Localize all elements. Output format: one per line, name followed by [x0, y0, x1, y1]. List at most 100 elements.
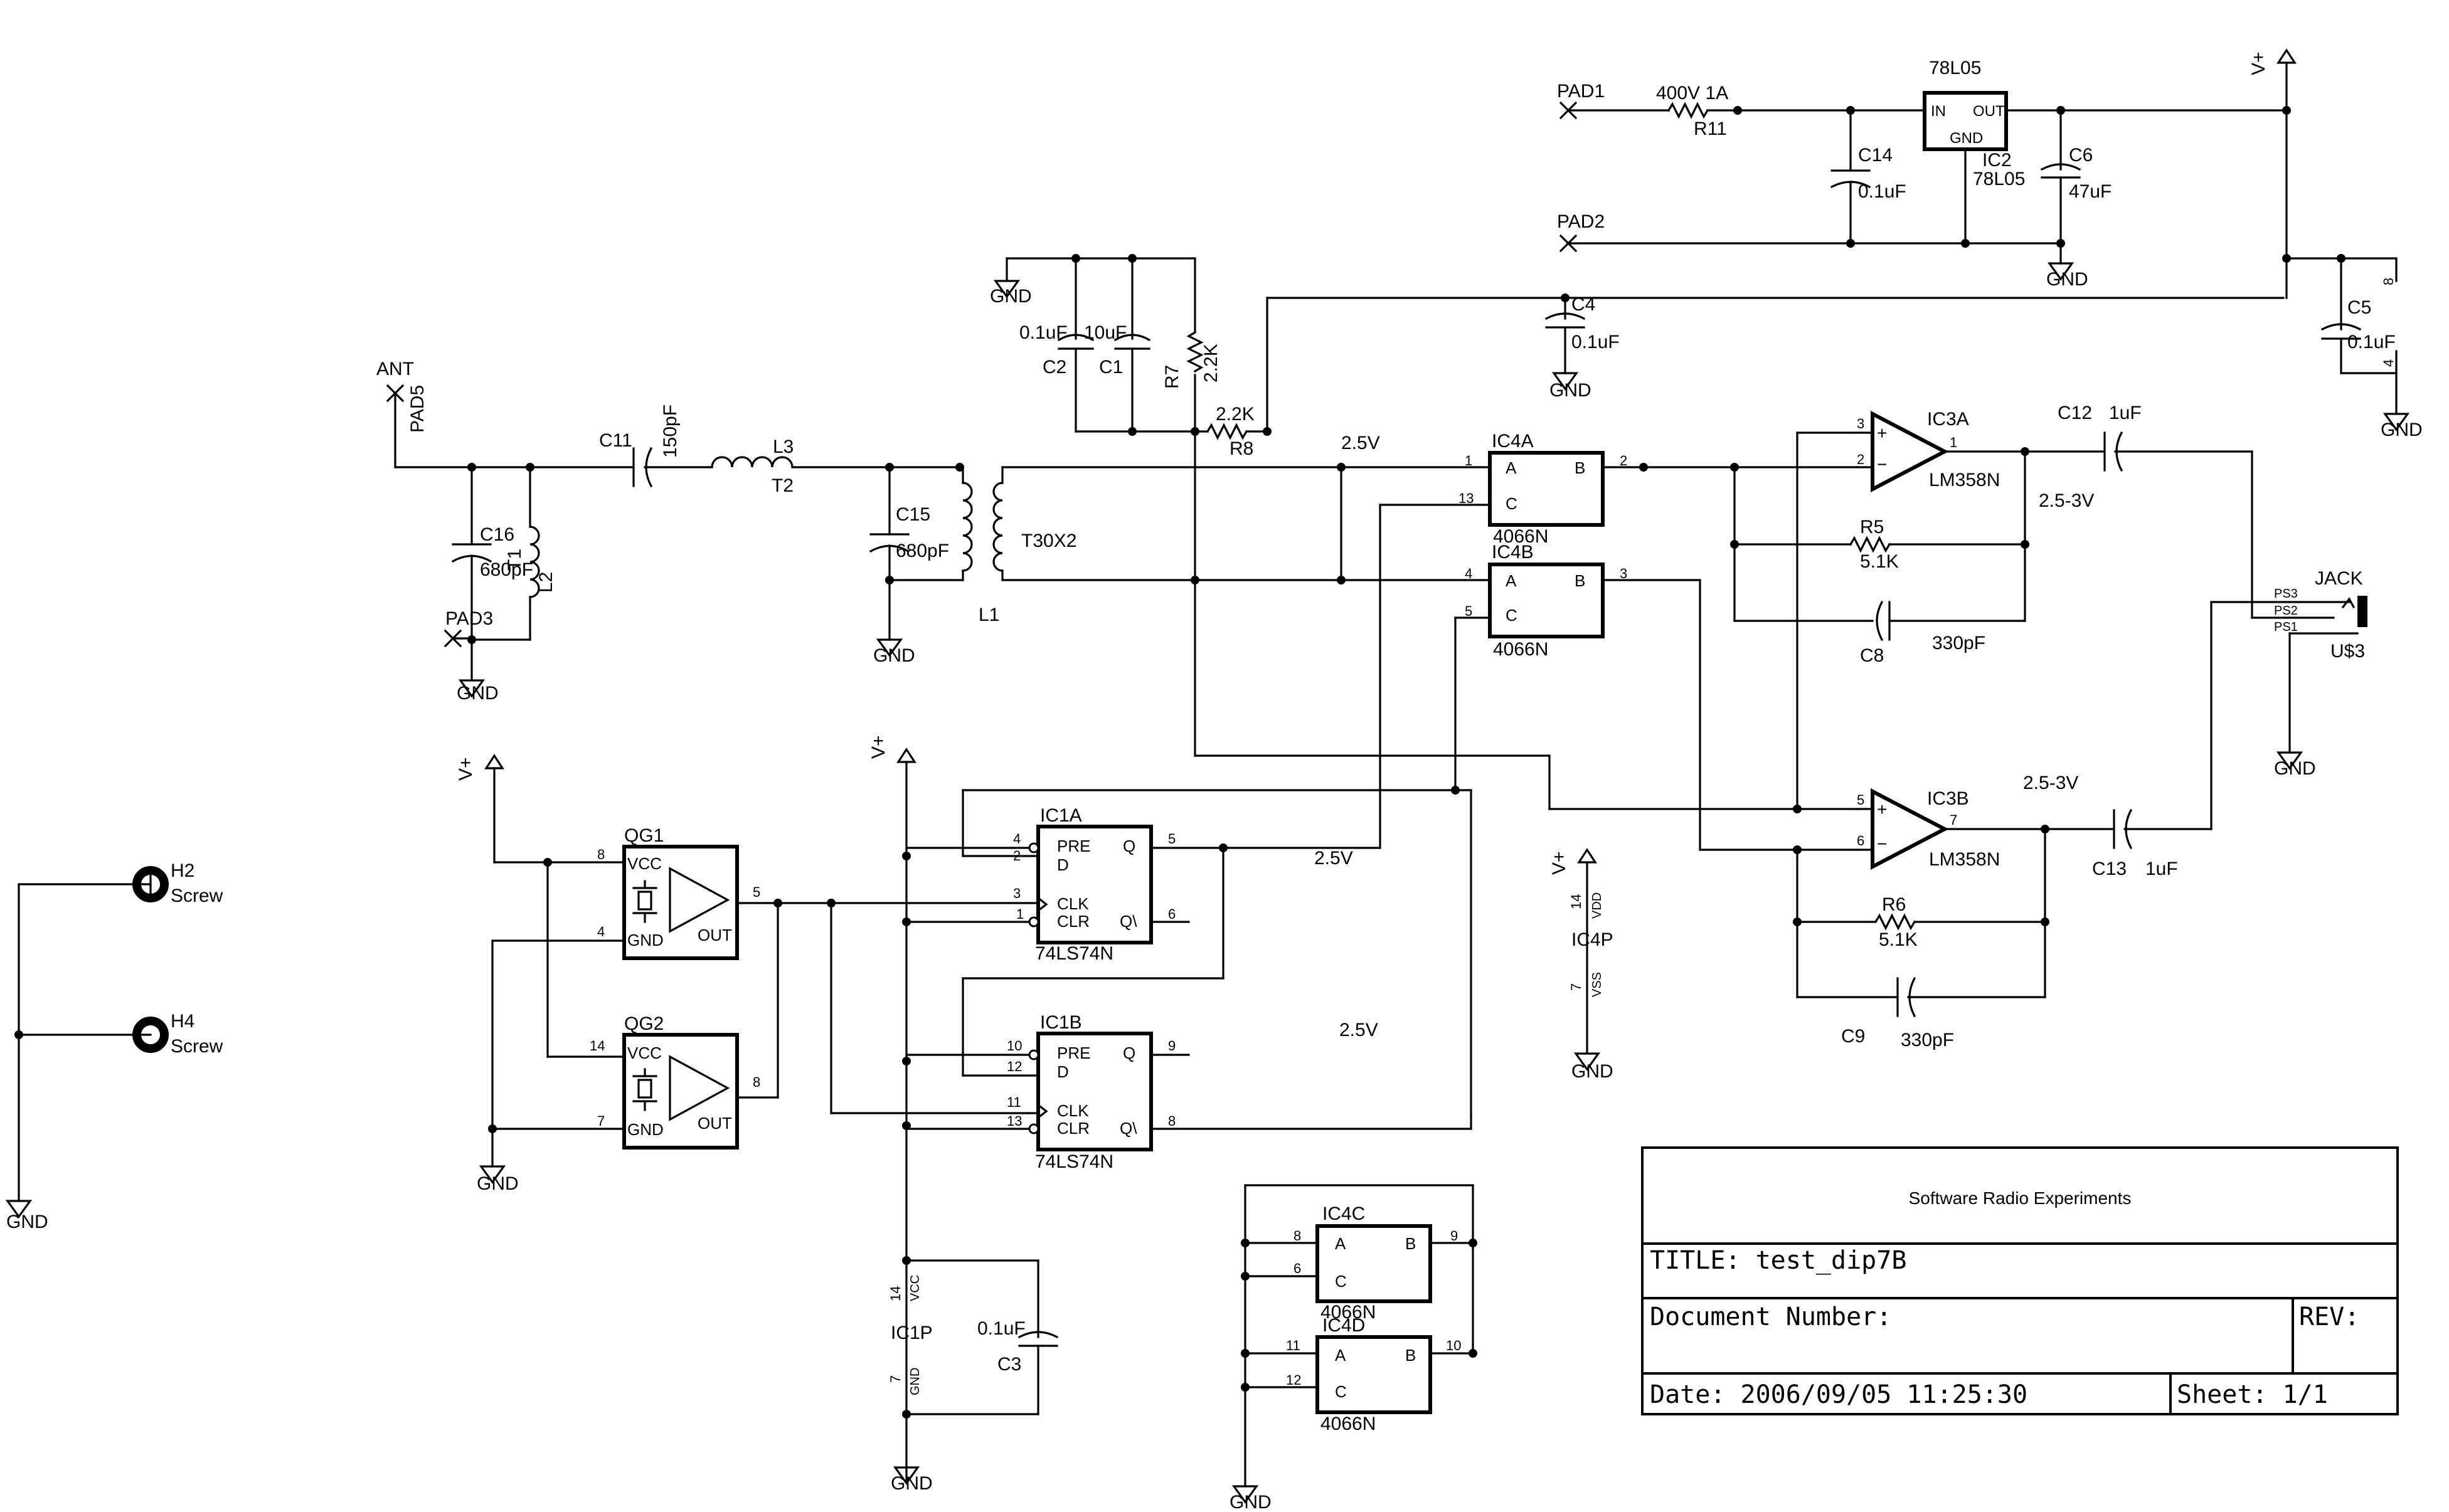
pin-clr: CLR: [1057, 1119, 1090, 1138]
v25-label: 2.5V: [1339, 1020, 1378, 1040]
pin-14: 14: [590, 1038, 605, 1054]
c15-value: 680pF: [896, 541, 949, 561]
pin-3: 3: [1857, 416, 1864, 431]
pin-a: A: [1506, 571, 1517, 590]
pin-d: D: [1057, 855, 1069, 874]
pin-3: 3: [1620, 566, 1627, 581]
pin-6: 6: [1857, 833, 1864, 849]
pin-9: 9: [1450, 1228, 1458, 1244]
pin-1: 1: [1016, 906, 1024, 922]
pin-4: 4: [2381, 359, 2396, 367]
pin-a: A: [1506, 458, 1517, 477]
pin-qn: Q\: [1120, 912, 1137, 931]
pin-7: 7: [597, 1113, 605, 1129]
gnd-label: GND: [477, 1173, 519, 1194]
ps3-label: PS3: [2274, 587, 2298, 601]
pin-q: Q: [1123, 837, 1135, 855]
pin-7: 7: [1950, 812, 1957, 828]
pin-8: 8: [753, 1074, 760, 1090]
vplus-label: V+: [2248, 51, 2269, 75]
pin-c: C: [1335, 1272, 1347, 1291]
c11-label: C11: [599, 430, 632, 451]
svg-text:−: −: [1877, 455, 1887, 474]
pin-clk: CLK: [1057, 1101, 1089, 1120]
vplus-label: V+: [868, 735, 889, 759]
pin-11: 11: [1286, 1338, 1300, 1353]
t30-label: T30X2: [1021, 531, 1076, 551]
c6-value: 47uF: [2069, 181, 2112, 202]
pad3-label: PAD3: [445, 608, 493, 629]
power-supply: PAD1 400V 1A R11 C14 0.1uF 78L05 IN OUT …: [1544, 48, 2423, 440]
ic3a-label: IC3A: [1927, 409, 1969, 430]
qg1-label: QG1: [624, 825, 664, 846]
gnd-label: GND: [990, 286, 1032, 307]
pin-10: 10: [1007, 1038, 1022, 1054]
pin-pre: PRE: [1057, 1044, 1090, 1062]
pin-pre: PRE: [1057, 837, 1090, 855]
reg-title: 78L05: [1929, 58, 1981, 78]
l3-label: L3: [773, 436, 794, 457]
c5-label: C5: [2347, 297, 2371, 318]
qg2-gnd: GND: [627, 1120, 664, 1139]
pin-13: 13: [1458, 490, 1474, 506]
pin-1: 1: [1465, 453, 1472, 468]
t2-label: T2: [772, 475, 794, 496]
ps2-label: PS2: [2274, 604, 2298, 618]
pin-c: C: [1506, 606, 1517, 625]
oscillators: V+ QG1 VCC GND OUT 8 4 5 QG2 VCC GND OUT…: [455, 754, 1029, 1194]
pin-2: 2: [1013, 848, 1021, 864]
pin-2: 2: [1620, 453, 1627, 468]
pin-7: 7: [888, 1375, 903, 1383]
vplus-label: V+: [455, 757, 476, 781]
h4-label: H4: [171, 1011, 194, 1032]
pin-6: 6: [1294, 1261, 1301, 1276]
lm358-label: LM358N: [1929, 849, 2000, 870]
pin-a: A: [1335, 1234, 1346, 1253]
gnd-label: GND: [2046, 269, 2088, 290]
c1-label: C1: [1099, 357, 1123, 378]
pin-5: 5: [1857, 792, 1864, 808]
ic4p-label: IC4P: [1571, 929, 1613, 950]
pin-5: 5: [753, 884, 760, 900]
pin-4: 4: [597, 924, 605, 939]
bias-network: GND 0.1uF C2 10uF C1 R7 2.2K 2.2K R8: [990, 254, 2285, 813]
project-name: Software Radio Experiments: [1909, 1188, 2132, 1208]
gnd-label: GND: [6, 1212, 48, 1232]
c8-value: 330pF: [1932, 633, 1985, 653]
pin-8: 8: [1168, 1113, 1176, 1129]
gnd-label: GND: [891, 1473, 933, 1494]
ic1a-label: IC1A: [1040, 805, 1082, 826]
ic2-label: IC2: [1982, 150, 2012, 171]
c4-label: C4: [1571, 294, 1595, 315]
qg2-out: OUT: [698, 1114, 732, 1133]
gnd-label: GND: [873, 645, 915, 666]
gnd-label: GND: [2381, 420, 2423, 440]
flip-flops: V+ IC1A PRE D CLK CLR Q Q\ 4 2 3 1 5 6: [868, 504, 1472, 1494]
c6-label: C6: [2069, 145, 2093, 166]
pin-8: 8: [2381, 278, 2396, 285]
pin-c: C: [1335, 1382, 1347, 1401]
ls74-label: 74LS74N: [1035, 943, 1113, 964]
reg-gnd: GND: [1950, 130, 1983, 147]
r6-value: 5.1K: [1879, 929, 1918, 950]
ic4c-label: IC4C: [1322, 1203, 1365, 1224]
pin-12: 12: [1007, 1059, 1022, 1074]
c13-label: C13: [2092, 859, 2127, 879]
c12-value: 1uF: [2109, 403, 2142, 423]
part-4066: 4066N: [1320, 1302, 1376, 1323]
ic4b-label: IC4B: [1492, 542, 1534, 563]
gnd-label: GND: [1549, 380, 1591, 401]
svg-text:+: +: [1877, 800, 1887, 819]
qg1-vcc: VCC: [627, 854, 662, 873]
qg2-vcc: VCC: [627, 1044, 662, 1062]
c13-value: 1uF: [2145, 859, 2178, 879]
ic2-value: 78L05: [1973, 169, 2025, 189]
pin-1: 1: [1950, 435, 1957, 450]
reg-out: OUT: [1973, 103, 2005, 120]
audio-jack: JACK PS3 PS2 PS1 U$3 GND: [2274, 568, 2367, 779]
sheet-number: Sheet: 1/1: [2177, 1380, 2328, 1409]
gnd-label: GND: [2274, 758, 2316, 779]
pin-b: B: [1575, 458, 1585, 477]
r11-value: 400V 1A: [1656, 83, 1728, 103]
